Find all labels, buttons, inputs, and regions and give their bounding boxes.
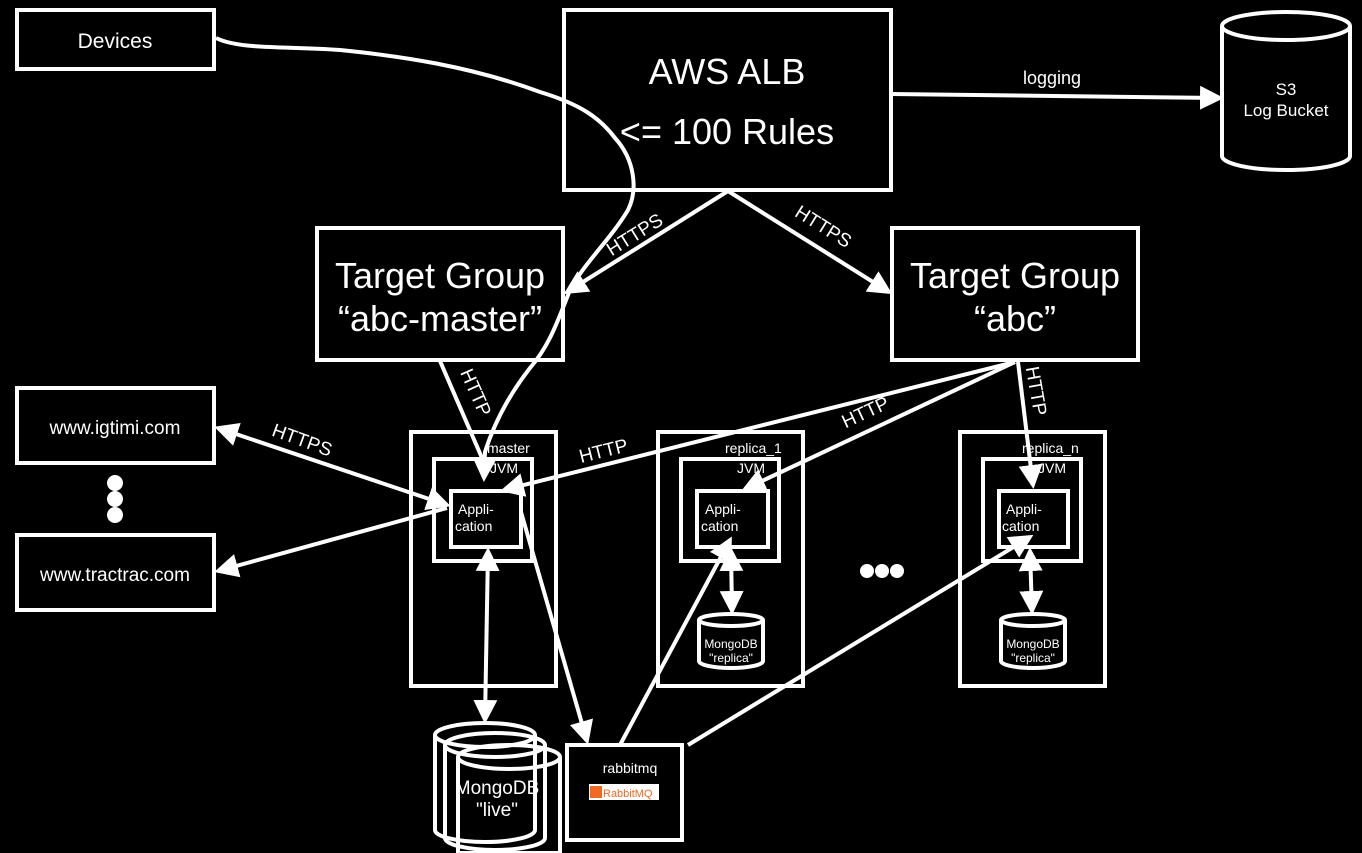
rabbitmq-logo: RabbitMQ <box>589 784 659 800</box>
app-label: cation <box>701 518 738 534</box>
rabbitmq-to-replican-arrow <box>686 534 1034 747</box>
app-label: Appli- <box>1006 501 1042 517</box>
igtimi-node: www.igtimi.com <box>15 386 216 465</box>
mongodb-replica-cylinder: MongoDB "replica" <box>697 612 765 670</box>
tg-abc-to-replican-arrow <box>1016 361 1043 489</box>
devices-node: Devices <box>15 8 216 71</box>
tg-abc-to-master-arrow <box>500 360 1016 497</box>
tg-abc-title: Target Group <box>910 255 1120 296</box>
s3-label: S3 <box>1276 80 1297 99</box>
replican-mongo-arrow <box>1018 547 1044 615</box>
devices-label: Devices <box>78 30 153 53</box>
ellipsis-dot <box>107 491 123 507</box>
https-label: HTTPS <box>791 202 855 253</box>
ellipsis-dot <box>107 475 123 491</box>
alb-to-abc-arrow <box>726 189 893 295</box>
mongo-live-label: MongoDB <box>455 778 540 799</box>
db-label: "replica" <box>709 651 753 665</box>
s3-log-bucket: S3 Log Bucket <box>1220 10 1352 172</box>
ellipsis-dot <box>890 564 904 578</box>
jvm-label: JVM <box>1038 460 1066 476</box>
ellipsis-dot <box>875 564 889 578</box>
alb-title: AWS ALB <box>649 51 806 92</box>
aws-alb-node: AWS ALB <= 100 Rules <box>562 8 893 192</box>
target-group-master: Target Group “abc-master” <box>315 226 565 362</box>
rabbitmq-to-replica1-arrow <box>618 536 732 746</box>
master-to-rabbitmq-arrow <box>519 511 593 745</box>
igtimi-label: www.igtimi.com <box>49 418 181 439</box>
ellipsis-dot <box>860 564 874 578</box>
rabbitmq-label: rabbitmq <box>603 760 657 776</box>
devices-connection <box>215 36 636 482</box>
app-label: cation <box>455 518 492 534</box>
jvm-label: JVM <box>737 460 765 476</box>
tg-master-to-app-arrow <box>438 360 484 459</box>
rabbitmq-logo-text: RabbitMQ <box>603 788 653 800</box>
db-label: MongoDB <box>704 637 757 651</box>
igtimi-arrow <box>214 422 451 511</box>
tractrac-label: www.tractrac.com <box>39 565 190 586</box>
tractrac-node: www.tractrac.com <box>15 533 216 612</box>
tg-abc-to-replica1-arrow <box>741 360 1016 492</box>
db-label: MongoDB <box>1006 637 1059 651</box>
app-label: Appli- <box>705 501 741 517</box>
node-name: replica_n <box>1022 440 1079 456</box>
mongo-live-sublabel: "live" <box>476 800 518 821</box>
tg-master-name: “abc-master” <box>338 298 542 339</box>
tg-abc-name: “abc” <box>974 298 1056 339</box>
jvm-label: JVM <box>490 460 518 476</box>
master-mongo-arrow <box>473 547 500 724</box>
db-label: "replica" <box>1011 651 1055 665</box>
replica1-mongo-arrow <box>719 547 744 615</box>
node-name: master <box>487 440 530 456</box>
alb-to-master-arrow <box>563 189 730 295</box>
tractrac-arrow <box>214 506 448 578</box>
ellipsis-dot <box>107 507 123 523</box>
mongodb-live-cluster: MongoDB "live" <box>433 721 562 853</box>
alb-rules: <= 100 Rules <box>620 111 834 152</box>
s3-sublabel: Log Bucket <box>1243 101 1328 120</box>
logging-arrow <box>890 85 1224 110</box>
tg-master-title: Target Group <box>335 255 545 296</box>
rabbitmq-node: rabbitmq RabbitMQ <box>565 743 684 842</box>
node-name: replica_1 <box>725 440 782 456</box>
target-group-abc: Target Group “abc” <box>890 226 1140 362</box>
app-label: cation <box>1002 518 1039 534</box>
app-label: Appli- <box>458 501 494 517</box>
logging-label: logging <box>1023 68 1081 88</box>
